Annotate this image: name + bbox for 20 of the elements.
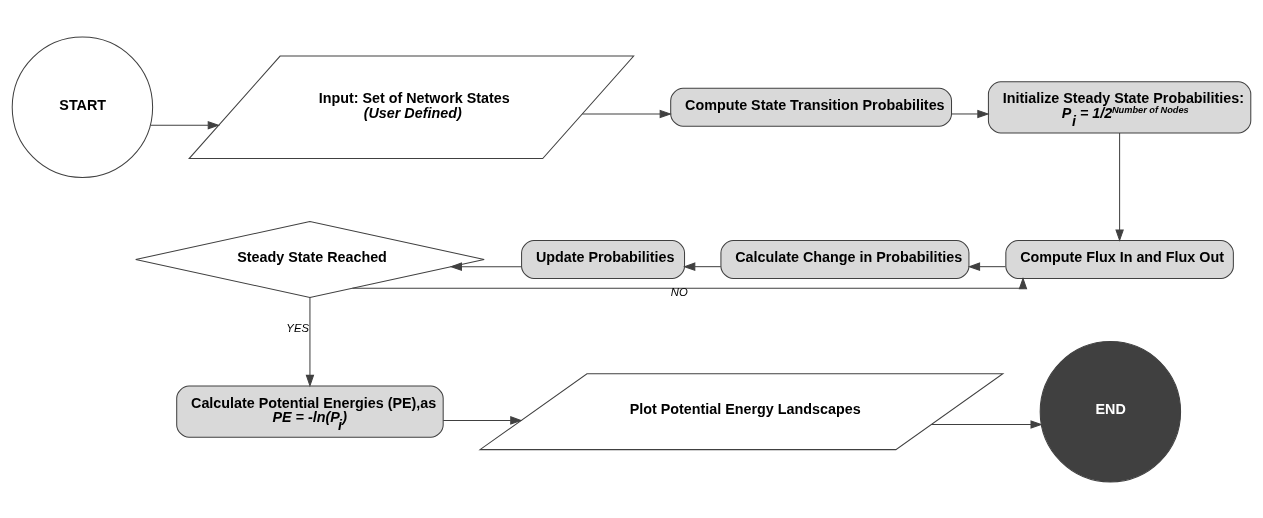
arrow bbox=[351, 276, 1028, 289]
arrow bbox=[581, 109, 672, 118]
arrow bbox=[1115, 132, 1124, 242]
arrow bbox=[683, 261, 722, 271]
node-circle: END bbox=[1039, 340, 1182, 482]
node-box: Compute Flux In and Flux Out bbox=[1005, 239, 1234, 279]
arrow bbox=[967, 261, 1006, 271]
node-box: Compute State Transition Probabilites bbox=[670, 87, 953, 127]
node-box: Calculate Change in Probabilities bbox=[720, 239, 970, 279]
arrow bbox=[951, 109, 990, 118]
arrow bbox=[930, 419, 1043, 429]
arrow bbox=[150, 120, 220, 130]
node-circle: START bbox=[11, 36, 154, 178]
arrow bbox=[449, 261, 522, 271]
arrow bbox=[442, 415, 523, 425]
node-diamond: Steady State Reached bbox=[135, 220, 485, 298]
node-box: Update Probabilities bbox=[521, 239, 686, 279]
edge-label: YES bbox=[286, 321, 309, 334]
edge-label: NO bbox=[670, 285, 688, 298]
arrow bbox=[305, 296, 315, 387]
